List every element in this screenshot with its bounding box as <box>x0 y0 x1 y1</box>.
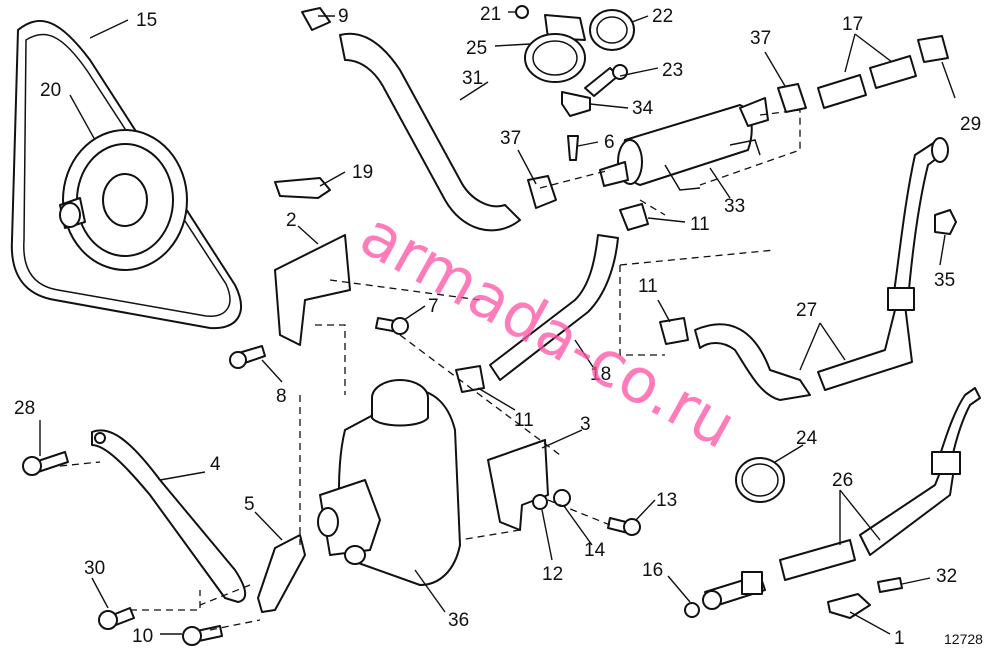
bracket-2 <box>274 234 351 346</box>
clip-1 <box>827 593 871 619</box>
callout-25: 25 <box>466 38 487 59</box>
hose-clamp-37-left <box>527 175 557 209</box>
callout-29: 29 <box>960 114 981 135</box>
clip-19 <box>274 177 331 199</box>
callout-23: 23 <box>662 60 683 81</box>
callout-5: 5 <box>244 494 255 515</box>
callout-1: 1 <box>894 628 905 649</box>
callout-37-right: 37 <box>750 28 771 49</box>
callout-36: 36 <box>448 610 469 631</box>
callout-3: 3 <box>580 414 591 435</box>
clamp-ring-24 <box>735 457 785 503</box>
callout-9: 9 <box>338 6 349 27</box>
screw-32 <box>877 577 903 593</box>
callout-20: 20 <box>40 80 61 101</box>
sleeve-22 <box>589 9 635 51</box>
callout-13: 13 <box>656 490 677 511</box>
screw-6 <box>567 135 579 161</box>
callout-31: 31 <box>462 68 483 89</box>
callout-14: 14 <box>584 540 606 561</box>
callout-11-top: 11 <box>690 214 710 235</box>
washer-12 <box>532 494 548 510</box>
callout-12: 12 <box>542 564 563 585</box>
callout-33: 33 <box>724 196 745 217</box>
hose-27 <box>694 323 811 401</box>
callout-21: 21 <box>480 4 501 25</box>
power-steering-pump-36 <box>317 379 461 586</box>
callout-35: 35 <box>934 270 955 291</box>
hose-clamp-9 <box>301 7 331 31</box>
callout-34: 34 <box>632 98 654 119</box>
hose-sections-17 <box>817 55 917 109</box>
bracket-3 <box>487 439 549 531</box>
mounting-band-25 <box>524 14 586 83</box>
callout-11-mid: 11 <box>638 276 658 297</box>
callout-6: 6 <box>604 132 615 153</box>
callout-15: 15 <box>136 10 157 31</box>
callout-18: 18 <box>590 364 611 385</box>
callout-17: 17 <box>842 14 863 35</box>
callout-30: 30 <box>84 558 105 579</box>
hose-clamp-11-top <box>619 203 649 231</box>
assembly-lines <box>59 109 801 631</box>
callout-22: 22 <box>652 6 673 27</box>
figure-number: 12728 <box>944 631 983 647</box>
nut-35 <box>934 209 957 235</box>
o-ring-16 <box>684 602 700 618</box>
callout-26: 26 <box>832 470 853 491</box>
callout-4: 4 <box>210 454 221 475</box>
hose-clamp-11-mid <box>659 317 689 345</box>
hose-clamp-37-right <box>777 83 807 113</box>
callout-2: 2 <box>286 210 297 231</box>
hose-18 <box>489 234 619 381</box>
hose-clamp-29 <box>917 35 949 63</box>
callout-37-left: 37 <box>500 128 521 149</box>
callout-11-low: 11 <box>514 410 534 431</box>
callout-28: 28 <box>14 398 35 419</box>
callout-27: 27 <box>796 300 817 321</box>
callout-labels: 15 20 9 21 25 22 23 31 34 6 37 37 17 29 … <box>14 4 981 649</box>
hose-31 <box>339 32 521 232</box>
callout-19: 19 <box>352 162 373 183</box>
callout-24: 24 <box>796 428 818 449</box>
callout-8: 8 <box>276 386 287 407</box>
nut-14 <box>553 489 571 507</box>
link-5 <box>257 534 306 613</box>
hose-clamp-11-low <box>455 365 485 393</box>
adjuster-arm-4 <box>91 429 247 603</box>
hose-26 <box>702 387 981 610</box>
clip-34 <box>561 91 591 117</box>
nut-21 <box>515 5 529 19</box>
callout-7: 7 <box>428 296 439 317</box>
leader-lines <box>39 11 956 635</box>
callout-32: 32 <box>936 566 957 587</box>
cooler-33 <box>599 97 769 191</box>
pulley <box>59 129 188 271</box>
callout-10: 10 <box>132 626 153 647</box>
callout-16: 16 <box>642 560 663 581</box>
